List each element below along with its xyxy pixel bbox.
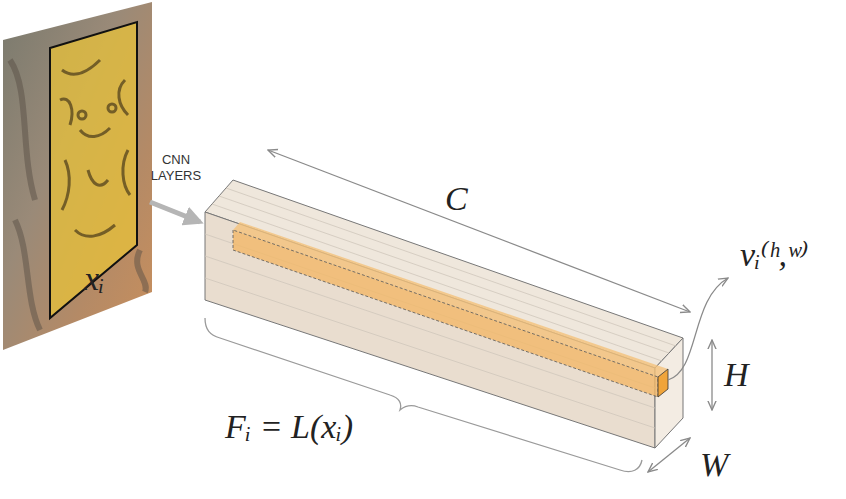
dimension-label: W — [700, 448, 728, 482]
crop-box — [50, 22, 137, 318]
tensor-bracket — [205, 318, 642, 472]
h-dimension — [711, 340, 712, 410]
formula-label: Fᵢ = L(xᵢ) — [225, 410, 353, 444]
v-leader — [668, 278, 728, 380]
tiger-stripes — [60, 60, 130, 236]
tiger-photo — [3, 2, 152, 350]
image-symbol: xᵢ — [84, 262, 104, 296]
dimension-label: H — [724, 358, 749, 392]
cnn-arrow — [150, 202, 200, 222]
dimension-label: C — [445, 182, 468, 216]
feature-tensor — [205, 180, 683, 448]
w-dimension — [648, 438, 690, 472]
vector-symbol: vᵢ⁽ʰ,ʷ⁾ — [740, 238, 809, 272]
process-label: CNN LAYERS — [148, 152, 204, 185]
